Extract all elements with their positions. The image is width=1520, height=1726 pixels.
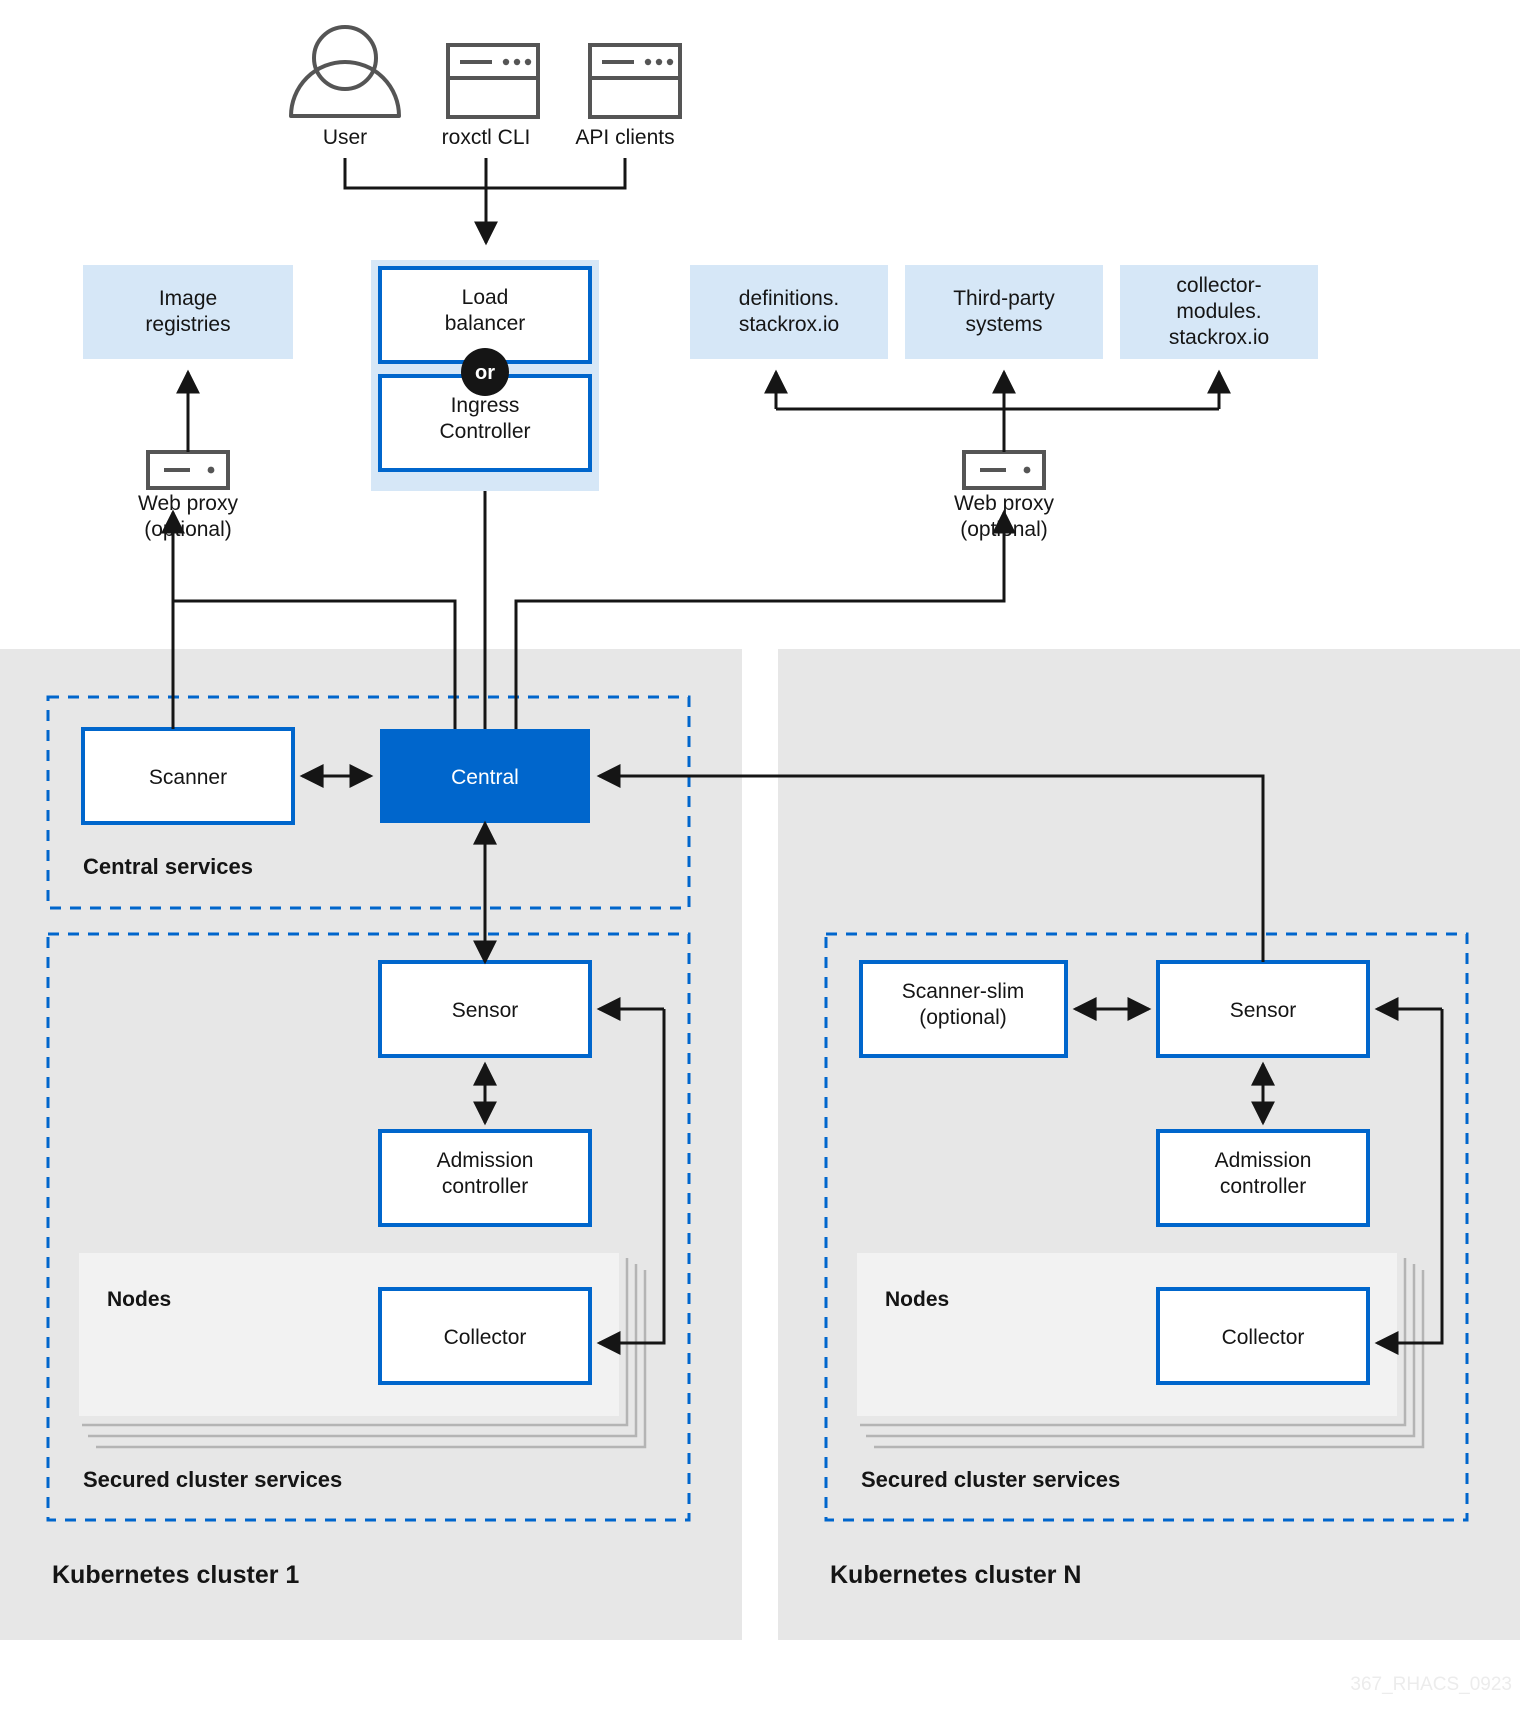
user-icon	[289, 25, 401, 118]
collector-modules-label-2: modules.	[1176, 300, 1261, 323]
cluster1-label: Kubernetes cluster 1	[52, 1561, 299, 1589]
cluster1-sensor-box	[378, 960, 592, 1058]
cluster1-secured-services-group	[46, 932, 691, 1522]
connector-clusterN-collector-to-sensor	[1374, 1009, 1444, 1355]
clusterN-secured-services-label: Secured cluster services	[861, 1467, 1120, 1492]
load-balancer-box	[378, 266, 592, 364]
clusterN-admission-controller-box	[1156, 1129, 1370, 1227]
client-label-roxctl: roxctl CLI	[442, 126, 531, 149]
cluster1-nodes-stack-shadow-1	[82, 1258, 629, 1427]
web-proxy-left-label-2: (optional)	[144, 518, 232, 541]
clusterN-admission-label-2: controller	[1220, 1175, 1306, 1198]
cluster1-sensor-label: Sensor	[452, 999, 519, 1022]
image-registries-label-2: registries	[145, 313, 230, 336]
collector-modules-label-1: collector-	[1176, 274, 1261, 297]
definitions-stackrox-box	[690, 265, 888, 359]
cluster1-nodes-stack-shadow-3	[96, 1270, 647, 1449]
collector-modules-label-3: stackrox.io	[1169, 326, 1269, 349]
definitions-label-1: definitions.	[739, 287, 839, 310]
scanner-box	[81, 727, 295, 825]
connector-cluster1-collector-to-sensor	[596, 1009, 666, 1355]
watermark-label: 367_RHACS_0923	[1350, 1674, 1512, 1695]
cluster1-admission-label-2: controller	[442, 1175, 528, 1198]
cluster1-secured-services-label: Secured cluster services	[83, 1467, 342, 1492]
clusterN-background	[778, 649, 1520, 1640]
clusterN-admission-label-1: Admission	[1215, 1149, 1312, 1172]
load-balancer-label-2: balancer	[445, 312, 526, 335]
ingress-controller-label-2: Controller	[439, 420, 530, 443]
third-party-label-1: Third-party	[953, 287, 1055, 310]
connector-central-to-external-proxy	[514, 509, 1016, 729]
clusterN-scanner-slim-label-1: Scanner-slim	[902, 980, 1025, 1003]
cluster1-nodes-label: Nodes	[107, 1288, 171, 1311]
terminal-window-icon-api	[588, 43, 682, 119]
connector-webproxy-right-bus	[774, 372, 1219, 411]
image-registries-label-1: Image	[159, 287, 217, 310]
or-badge-circle	[461, 348, 509, 396]
clusterN-secured-services-group	[824, 932, 1469, 1522]
collector-modules-box	[1120, 265, 1318, 359]
definitions-label-2: stackrox.io	[739, 313, 839, 336]
connector-clients-to-ingress	[343, 158, 627, 190]
cluster1-collector-box	[378, 1287, 592, 1385]
cluster1-admission-label-1: Admission	[437, 1149, 534, 1172]
cluster1-nodes-stack-shadow-2	[88, 1264, 638, 1438]
or-badge-label: or	[475, 362, 495, 384]
proxy-device-icon-left	[146, 450, 230, 490]
connector-clusterN-sensor-to-central	[596, 764, 1265, 962]
clusterN-nodes-label: Nodes	[885, 1288, 949, 1311]
clusterN-label: Kubernetes cluster N	[830, 1561, 1081, 1589]
clusterN-collector-box	[1156, 1287, 1370, 1385]
proxy-device-icon-right	[962, 450, 1046, 490]
image-registries-box	[83, 265, 293, 359]
central-box	[380, 729, 590, 823]
client-label-api: API clients	[575, 126, 674, 149]
clusterN-nodes-stack-shadow-3	[874, 1270, 1425, 1449]
central-label: Central	[451, 766, 519, 789]
client-label-user: User	[323, 126, 367, 149]
clusterN-sensor-label: Sensor	[1230, 999, 1297, 1022]
third-party-systems-box	[905, 265, 1103, 359]
terminal-window-icon-roxctl	[446, 43, 540, 119]
third-party-label-2: systems	[965, 313, 1042, 336]
web-proxy-left-label-1: Web proxy	[138, 492, 238, 515]
clusterN-scanner-slim-box	[859, 960, 1068, 1058]
central-services-group	[46, 695, 691, 910]
central-services-group-label: Central services	[83, 854, 253, 879]
ingress-controller-label-1: Ingress	[451, 394, 520, 417]
clusterN-scanner-slim-label-2: (optional)	[919, 1006, 1007, 1029]
clusterN-nodes-stack-shadow-1	[860, 1258, 1407, 1427]
load-balancer-label-1: Load	[462, 286, 509, 309]
cluster1-admission-controller-box	[378, 1129, 592, 1227]
connector-central-to-registries-proxy	[171, 599, 457, 729]
scanner-label: Scanner	[149, 766, 227, 789]
cluster1-collector-label: Collector	[444, 1326, 527, 1349]
clusterN-nodes-stack-shadow-2	[866, 1264, 1416, 1438]
web-proxy-right-label-1: Web proxy	[954, 492, 1054, 515]
clusterN-collector-label: Collector	[1222, 1326, 1305, 1349]
